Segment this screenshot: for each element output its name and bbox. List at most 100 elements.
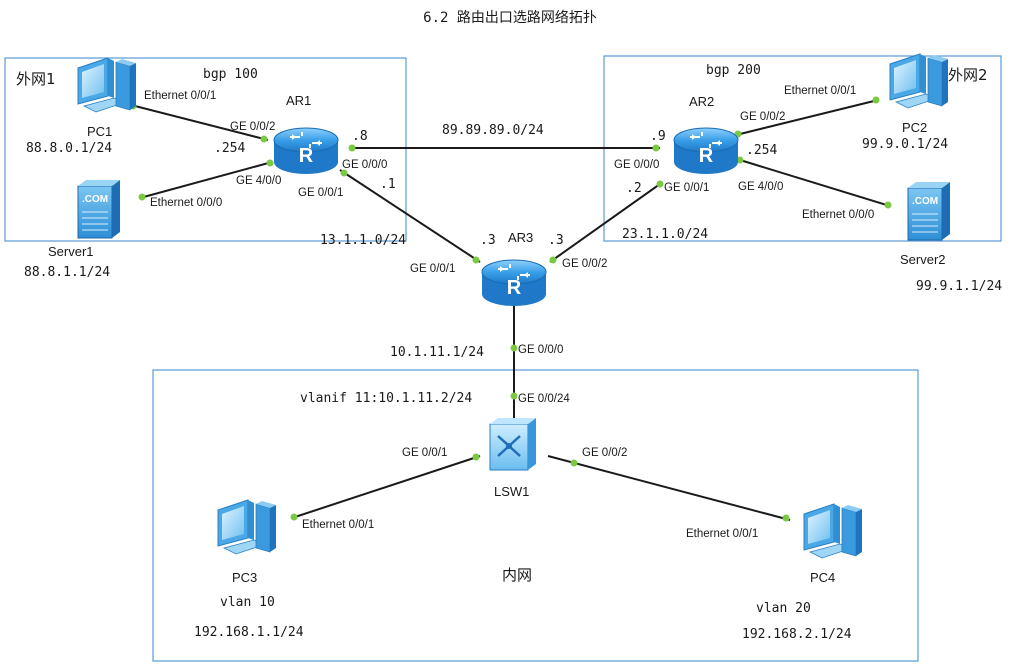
port-dot <box>884 201 892 209</box>
area-inner-box <box>152 369 919 662</box>
pc-icon <box>889 53 949 109</box>
server-icon <box>907 181 951 241</box>
pc2-device[interactable] <box>889 53 949 109</box>
pc3-device[interactable] <box>217 499 277 555</box>
pc1-ip: 88.8.0.1/24 <box>26 141 112 156</box>
vlanif-label: vlanif 11:10.1.11.2/24 <box>300 391 472 406</box>
pc3-vlan: vlan 10 <box>220 595 275 610</box>
link-ar1-ar2-subnet: 89.89.89.0/24 <box>442 123 544 138</box>
pc3-ip: 192.168.1.1/24 <box>194 625 304 640</box>
server1-device[interactable] <box>77 179 121 239</box>
ar2-ge400-label: GE 4/0/0 <box>738 181 783 193</box>
lsw-ge002-label: GE 0/0/2 <box>582 447 627 459</box>
port-dot <box>510 392 518 400</box>
lsw-ge0024-label: GE 0/0/24 <box>518 393 570 405</box>
ar1-ge001-label: GE 0/0/1 <box>298 187 343 199</box>
right-area-label: 外网2 <box>948 66 988 84</box>
port-dot <box>736 156 744 164</box>
ar3-3-left: .3 <box>480 233 496 248</box>
lsw1-device[interactable] <box>488 416 538 472</box>
link-server1-ar1 <box>139 161 273 199</box>
pc4-device[interactable] <box>803 503 863 559</box>
pc2-name: PC2 <box>902 120 927 135</box>
router-icon <box>273 127 339 175</box>
ar1-ge002-label: GE 0/0/2 <box>230 121 275 133</box>
lsw1-name: LSW1 <box>494 484 529 499</box>
ar3-3-right: .3 <box>548 233 564 248</box>
pc2-ip: 99.9.0.1/24 <box>862 137 948 152</box>
inner-area-label: 内网 <box>502 566 532 584</box>
ar1-name: AR1 <box>286 93 311 108</box>
ar2-name: AR2 <box>689 94 714 109</box>
port-dot <box>510 344 518 352</box>
port-dot <box>652 144 660 152</box>
pc1-name: PC1 <box>87 124 112 139</box>
link-ar1-ar3 <box>339 169 481 263</box>
pc3-name: PC3 <box>232 570 257 585</box>
server2-ip: 99.9.1.1/24 <box>916 279 1002 294</box>
ar3-ge001-label: GE 0/0/1 <box>410 263 455 275</box>
links <box>134 99 891 521</box>
link-ar2-ar3-subnet: 23.1.1.0/24 <box>622 227 708 242</box>
port-dot <box>570 459 578 467</box>
ar1-device[interactable] <box>273 127 339 175</box>
ar2-254: .254 <box>746 143 777 158</box>
link-ar1-ar3-subnet: 13.1.1.0/24 <box>320 233 406 248</box>
page-title: 6.2 路由出口选路网络拓扑 <box>423 10 597 26</box>
pc-icon <box>77 57 137 113</box>
port-dot <box>340 169 348 177</box>
pc1-eth-label: Ethernet 0/0/1 <box>144 90 216 102</box>
pc3-eth-label: Ethernet 0/0/1 <box>302 519 374 531</box>
port-dot <box>348 144 356 152</box>
ar2-9: .9 <box>650 129 666 144</box>
ar2-ge001-label: GE 0/0/1 <box>664 182 709 194</box>
ar1-ge400-label: GE 4/0/0 <box>236 175 281 187</box>
pc-icon <box>217 499 277 555</box>
server1-eth-label: Ethernet 0/0/0 <box>150 197 222 209</box>
port-dot <box>782 514 790 522</box>
ar3-ge002-label: GE 0/0/2 <box>562 258 607 270</box>
server-icon <box>77 179 121 239</box>
link-lsw1-pc4 <box>547 455 791 521</box>
server1-ip: 88.8.1.1/24 <box>24 265 110 280</box>
pc4-ip: 192.168.2.1/24 <box>742 627 852 642</box>
router-icon <box>481 259 547 307</box>
ar2-ge002-label: GE 0/0/2 <box>740 111 785 123</box>
pc-icon <box>803 503 863 559</box>
pc4-vlan: vlan 20 <box>756 601 811 616</box>
pc2-eth-label: Ethernet 0/0/1 <box>784 85 856 97</box>
port-dots <box>129 96 892 522</box>
pc1-device[interactable] <box>77 57 137 113</box>
ar2-ge000-label: GE 0/0/0 <box>614 159 659 171</box>
ar1-ge000-label: GE 0/0/0 <box>342 159 387 171</box>
port-dot <box>549 256 557 264</box>
ar1-8: .8 <box>352 129 368 144</box>
port-dot <box>260 135 268 143</box>
left-area-label: 外网1 <box>16 70 56 88</box>
link-ar2-ar3 <box>549 183 661 263</box>
port-dot <box>472 453 480 461</box>
pc4-eth-label: Ethernet 0/0/1 <box>686 528 758 540</box>
port-dot <box>138 193 146 201</box>
server2-device[interactable] <box>907 181 951 241</box>
ar3-name: AR3 <box>508 230 533 245</box>
link-ar2-pc2 <box>739 99 879 135</box>
link-lsw1-pc3 <box>291 455 481 519</box>
lsw-ge001-label: GE 0/0/1 <box>402 447 447 459</box>
ar3-ge000-label: GE 0/0/0 <box>518 344 563 356</box>
port-dot <box>472 256 480 264</box>
server1-name: Server1 <box>48 244 94 259</box>
ar1-254: .254 <box>214 141 245 156</box>
ar3-device[interactable] <box>481 259 547 307</box>
link-ar3-lsw-subnet: 10.1.11.1/24 <box>390 345 484 360</box>
ar2-device[interactable] <box>673 127 739 175</box>
switch-icon <box>488 416 538 472</box>
link-ar2-server2 <box>739 159 891 207</box>
left-bgp-label: bgp 100 <box>203 67 258 82</box>
pc4-name: PC4 <box>810 570 835 585</box>
port-dot <box>656 180 664 188</box>
port-dot <box>290 513 298 521</box>
port-dot <box>266 159 274 167</box>
